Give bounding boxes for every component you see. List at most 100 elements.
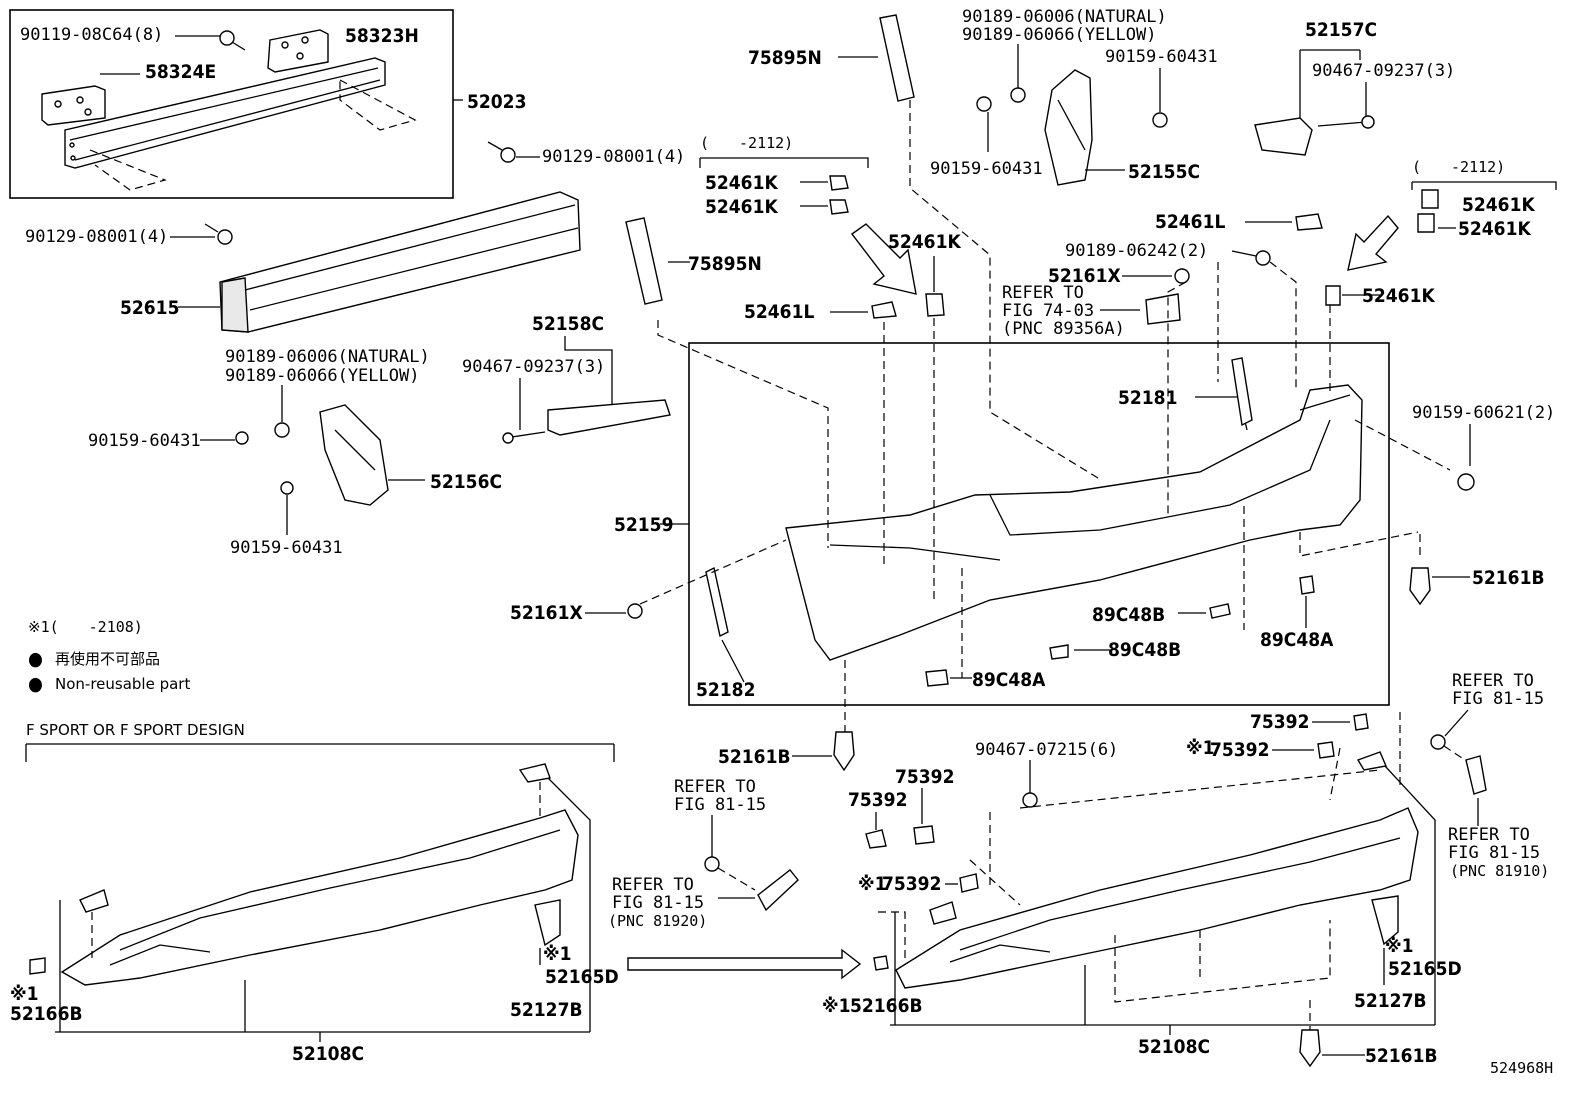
mark1-52166B-right: ※1 bbox=[822, 995, 851, 1017]
cap-52461K-d bbox=[1421, 189, 1439, 209]
label-52181: 52181 bbox=[1118, 387, 1177, 409]
label-52461K-f: 52461K bbox=[1362, 285, 1435, 307]
label-52161X-left: 52161X bbox=[510, 602, 583, 624]
retainer-52157C bbox=[1254, 115, 1375, 156]
ref-fig-81-15-c-line1: REFER TO bbox=[1452, 671, 1534, 691]
mark1-75392-b: ※1 bbox=[1186, 737, 1215, 759]
label-90129-upper: 90129-08001(4) bbox=[542, 147, 685, 167]
section-title-f-sport: F SPORT OR F SPORT DESIGN bbox=[26, 721, 245, 739]
label-52166B-left: 52166B bbox=[10, 1003, 83, 1025]
label-90467-09237-right: 90467-09237(3) bbox=[1312, 61, 1455, 81]
label-90159-right-a: 90159-60431 bbox=[930, 159, 1043, 179]
ref-fig-81-15-b-line3: (PNC 81920) bbox=[608, 912, 707, 930]
pad-52461L-a bbox=[871, 301, 897, 319]
screw-ref-81-15-a bbox=[704, 856, 720, 872]
seal-52166B-right bbox=[873, 955, 889, 971]
screw-90159-right-b bbox=[1152, 112, 1168, 128]
ref-fig-74-03-line3: (PNC 89356A) bbox=[1002, 319, 1125, 339]
label-52461L-a: 52461L bbox=[744, 301, 814, 323]
ref-fig-81-15-d-line3: (PNC 81910) bbox=[1450, 862, 1549, 880]
label-52461K-e: 52461K bbox=[1458, 218, 1531, 240]
label-52023: 52023 bbox=[467, 91, 526, 113]
mark1-52165D-right: ※1 bbox=[1385, 935, 1414, 957]
label-75392-d: 75392 bbox=[848, 789, 907, 811]
label-52166B-right: 52166B bbox=[850, 995, 923, 1017]
label-52157C: 52157C bbox=[1305, 19, 1377, 41]
cap-52461K-f bbox=[1325, 285, 1341, 306]
screw-90159-right-a bbox=[976, 96, 992, 112]
label-52615: 52615 bbox=[120, 297, 179, 319]
label-90189-natural-right: 90189-06006(NATURAL) bbox=[962, 7, 1167, 27]
label-75392-c: 75392 bbox=[895, 766, 954, 788]
label-52461K-d: 52461K bbox=[1462, 194, 1535, 216]
screw-ref-81-15-c bbox=[1430, 734, 1446, 750]
clip-52161B-bottom-right bbox=[1299, 1029, 1321, 1068]
tape-75895N-mid bbox=[625, 217, 663, 305]
bolt-90129-upper bbox=[487, 141, 516, 163]
screw-90159-left-b bbox=[280, 481, 294, 495]
bracket-52127B-right bbox=[1371, 895, 1399, 946]
label-75392-a: 75392 bbox=[1250, 711, 1309, 733]
screw-90159-60621 bbox=[1457, 473, 1475, 491]
legend-en: Non-reusable part bbox=[55, 675, 190, 693]
tape-75895N-top bbox=[879, 14, 915, 102]
nut-90189-06242 bbox=[1255, 250, 1271, 266]
ref-fig-81-15-d-line2: FIG 81-15 bbox=[1448, 843, 1540, 863]
label-90467-07215: 90467-07215(6) bbox=[975, 740, 1118, 760]
clip-52161B-bottom-left bbox=[833, 731, 855, 772]
label-52161B-right: 52161B bbox=[1472, 567, 1545, 589]
retainer-52181 bbox=[1231, 357, 1253, 427]
label-52127B-right: 52127B bbox=[1354, 990, 1427, 1012]
label-89C48A-right: 89C48A bbox=[1260, 629, 1334, 651]
label-52461K-b: 52461K bbox=[705, 196, 778, 218]
bracket-end-left-diffuser bbox=[79, 889, 109, 913]
ref-fig-74-03-line1: REFER TO bbox=[1002, 283, 1084, 303]
reflector-81910 bbox=[1465, 755, 1487, 795]
label-90467-09237-left: 90467-09237(3) bbox=[462, 357, 605, 377]
cap-52461K-b bbox=[829, 199, 849, 215]
label-90129-lower: 90129-08001(4) bbox=[25, 227, 168, 247]
cap-52461K-e bbox=[1417, 213, 1435, 233]
range-2112-left: ( -2112) bbox=[700, 134, 793, 152]
reflector-81920 bbox=[757, 869, 799, 912]
clip-52161X-top bbox=[1174, 268, 1190, 284]
mark1-75392-e: ※1 bbox=[858, 873, 887, 895]
label-90189-yellow: 90189-06066(YELLOW) bbox=[225, 366, 419, 386]
bracket-52127B-left bbox=[534, 899, 561, 947]
ref-fig-81-15-b-line2: FIG 81-15 bbox=[612, 893, 704, 913]
label-52461K-a: 52461K bbox=[705, 172, 778, 194]
bracket-top-left-diffuser bbox=[518, 763, 551, 783]
label-58324E: 58324E bbox=[145, 61, 216, 83]
clip-52161B-right bbox=[1409, 567, 1431, 606]
bracket-end-right-diffuser bbox=[929, 901, 957, 925]
nut-90189-right bbox=[1010, 87, 1026, 103]
label-52108C-right: 52108C bbox=[1138, 1036, 1210, 1058]
bracket-58324E bbox=[41, 85, 106, 126]
label-52156C: 52156C bbox=[430, 471, 502, 493]
direction-arrow-right bbox=[1347, 214, 1399, 271]
label-52159: 52159 bbox=[614, 514, 673, 536]
label-90159-left-a: 90159-60431 bbox=[88, 431, 201, 451]
label-90159-right-b: 90159-60431 bbox=[1105, 47, 1218, 67]
label-52461L-b: 52461L bbox=[1155, 211, 1225, 233]
ref-fig-81-15-c-line2: FIG 81-15 bbox=[1452, 689, 1544, 709]
energy-absorber-52615 bbox=[219, 191, 581, 333]
label-52127B-left: 52127B bbox=[510, 999, 583, 1021]
clip-75392-a bbox=[1353, 713, 1369, 731]
bolt-90119 bbox=[219, 30, 246, 51]
label-52158C: 52158C bbox=[532, 313, 604, 335]
ref-fig-81-15-a-line1: REFER TO bbox=[674, 777, 756, 797]
retainer-52182 bbox=[705, 566, 729, 638]
label-52461K-c: 52461K bbox=[888, 231, 961, 253]
clip-75392-c bbox=[913, 825, 935, 845]
range-2112-right: ( -2112) bbox=[1412, 158, 1505, 176]
label-90189-06242: 90189-06242(2) bbox=[1065, 241, 1208, 261]
legend-mark-note: ※1( -2108) bbox=[28, 618, 143, 636]
label-52165D-left: 52165D bbox=[545, 966, 619, 988]
cap-52461K-a bbox=[829, 175, 849, 191]
clip-90467-07215 bbox=[1022, 792, 1038, 808]
seal-52166B-left bbox=[29, 957, 46, 975]
label-90189-yellow-right: 90189-06066(YELLOW) bbox=[962, 25, 1156, 45]
bumper-reinforcement-52023 bbox=[64, 57, 386, 169]
